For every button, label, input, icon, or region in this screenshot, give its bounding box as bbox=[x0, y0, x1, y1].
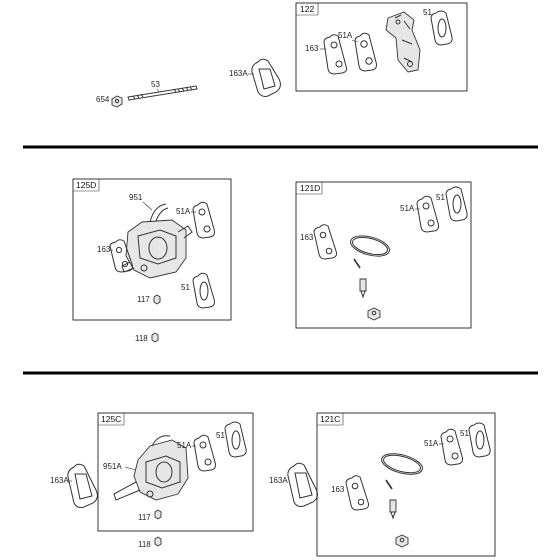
label-51a-kit-c: 51A bbox=[424, 439, 439, 448]
label-163-kit: 163 bbox=[300, 233, 314, 242]
gasket-51-kit-c[interactable] bbox=[468, 422, 491, 458]
screw-117[interactable] bbox=[153, 294, 161, 305]
carb-box-label: 125D bbox=[76, 180, 96, 190]
section-2: 125D 951 51A 163 bbox=[72, 178, 472, 343]
label-51a-carb: 51A bbox=[176, 207, 191, 216]
label-51a-carb-c: 51A bbox=[177, 441, 192, 450]
kit-box-121c[interactable] bbox=[316, 412, 496, 557]
bowl-o-ring-c[interactable] bbox=[379, 450, 424, 478]
label-163: 163 bbox=[305, 44, 319, 53]
kit-box-label-121d: 121D bbox=[300, 183, 320, 193]
carburetor-951a[interactable] bbox=[113, 435, 189, 501]
gasket-51-carb-c[interactable] bbox=[224, 421, 247, 458]
label-163a: 163A bbox=[229, 69, 248, 78]
gasket-163a[interactable] bbox=[251, 58, 281, 97]
label-117: 117 bbox=[137, 295, 150, 304]
gasket-51a-carb-c[interactable] bbox=[193, 434, 216, 472]
jet-plug[interactable] bbox=[367, 307, 381, 321]
label-163-carb: 163 bbox=[97, 245, 111, 254]
carburetor-951[interactable] bbox=[121, 203, 193, 279]
kit-box-122[interactable] bbox=[295, 2, 468, 92]
gasket-163a-mid[interactable] bbox=[287, 462, 318, 507]
label-118: 118 bbox=[135, 334, 148, 343]
gasket-163-carb[interactable] bbox=[109, 239, 133, 273]
label-951a: 951A bbox=[103, 462, 122, 471]
gasket-51a-kit-c[interactable] bbox=[440, 428, 463, 466]
carb-box-125d[interactable] bbox=[72, 178, 232, 321]
stud-53[interactable] bbox=[127, 85, 198, 101]
label-51a-kit: 51A bbox=[400, 204, 415, 213]
kit-box-label: 122 bbox=[300, 4, 314, 14]
gasket-51a[interactable] bbox=[354, 32, 377, 72]
label-117-c: 117 bbox=[138, 513, 151, 522]
kit-box-121d[interactable] bbox=[295, 181, 472, 329]
float-pin-c[interactable] bbox=[385, 479, 393, 490]
carb-box-label-125c: 125C bbox=[101, 414, 121, 424]
label-51-kit: 51 bbox=[436, 193, 445, 202]
nut-654[interactable] bbox=[111, 95, 123, 108]
label-53: 53 bbox=[151, 80, 160, 89]
gasket-51a-carb[interactable] bbox=[192, 201, 215, 239]
section-3: 163A 125C 951A 51A 51 bbox=[50, 412, 496, 557]
label-51a: 51A bbox=[338, 31, 353, 40]
label-163a-left: 163A bbox=[50, 476, 69, 485]
label-163-kit-c: 163 bbox=[331, 485, 345, 494]
label-163a-mid: 163A bbox=[269, 476, 288, 485]
gasket-163a-left[interactable] bbox=[67, 463, 98, 508]
label-51-kit-c: 51 bbox=[460, 429, 469, 438]
screw-118[interactable] bbox=[151, 332, 159, 343]
gasket-163-kit[interactable] bbox=[313, 224, 337, 260]
screw-118-c[interactable] bbox=[154, 536, 162, 547]
screw-117-c[interactable] bbox=[154, 509, 162, 520]
kit-box-label-121c: 121C bbox=[320, 414, 340, 424]
gasket-163[interactable] bbox=[323, 34, 347, 75]
gasket-51[interactable] bbox=[430, 10, 453, 46]
intake-elbow[interactable] bbox=[385, 11, 421, 73]
label-51-carb-c: 51 bbox=[216, 431, 225, 440]
gasket-51-carb[interactable] bbox=[192, 272, 215, 309]
jet-plug-c[interactable] bbox=[395, 534, 409, 548]
section-1: 122 53 654 163A 163 bbox=[96, 2, 468, 108]
bowl-o-ring[interactable] bbox=[348, 232, 391, 260]
float-pin[interactable] bbox=[353, 258, 361, 269]
inlet-needle-c[interactable] bbox=[389, 499, 397, 520]
carb-box-125c[interactable] bbox=[97, 412, 254, 532]
label-51-carb: 51 bbox=[181, 283, 190, 292]
label-118-c: 118 bbox=[138, 540, 151, 549]
label-951: 951 bbox=[129, 193, 143, 202]
label-654: 654 bbox=[96, 95, 110, 104]
gasket-51a-kit[interactable] bbox=[416, 195, 439, 233]
label-51: 51 bbox=[423, 8, 432, 17]
gasket-51-kit[interactable] bbox=[445, 186, 468, 222]
gasket-163-kit-c[interactable] bbox=[345, 475, 369, 511]
inlet-needle[interactable] bbox=[359, 278, 367, 299]
